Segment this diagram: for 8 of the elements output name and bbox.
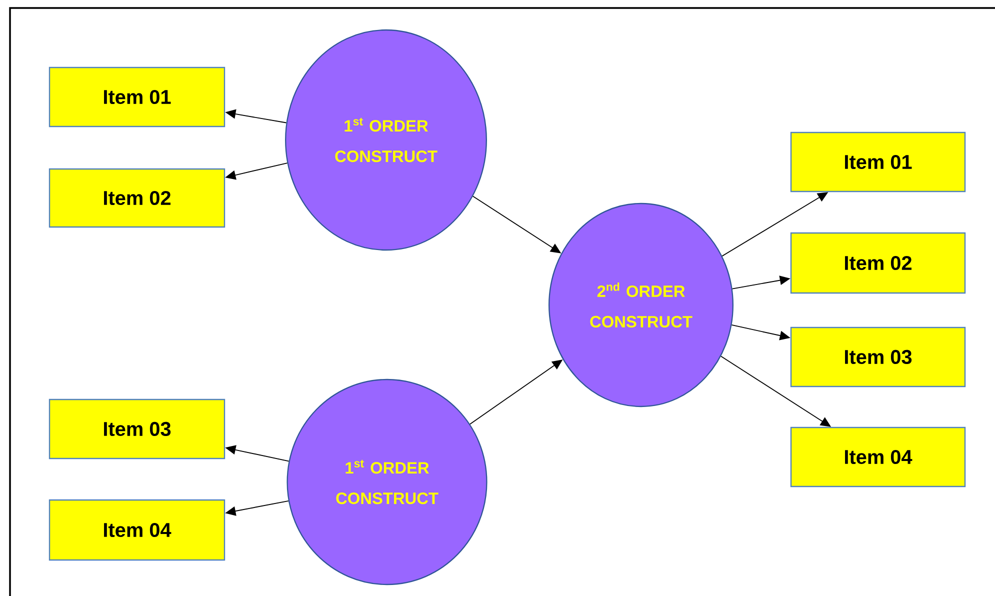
item-box: Item 03 (790, 326, 966, 388)
item-box: Item 04 (790, 426, 966, 488)
item-box: Item 03 (48, 398, 226, 460)
item-box: Item 04 (48, 499, 226, 561)
item-box: Item 02 (48, 168, 226, 228)
item-box: Item 02 (790, 232, 966, 294)
item-box: Item 01 (48, 66, 226, 128)
item-box: Item 01 (790, 132, 966, 192)
